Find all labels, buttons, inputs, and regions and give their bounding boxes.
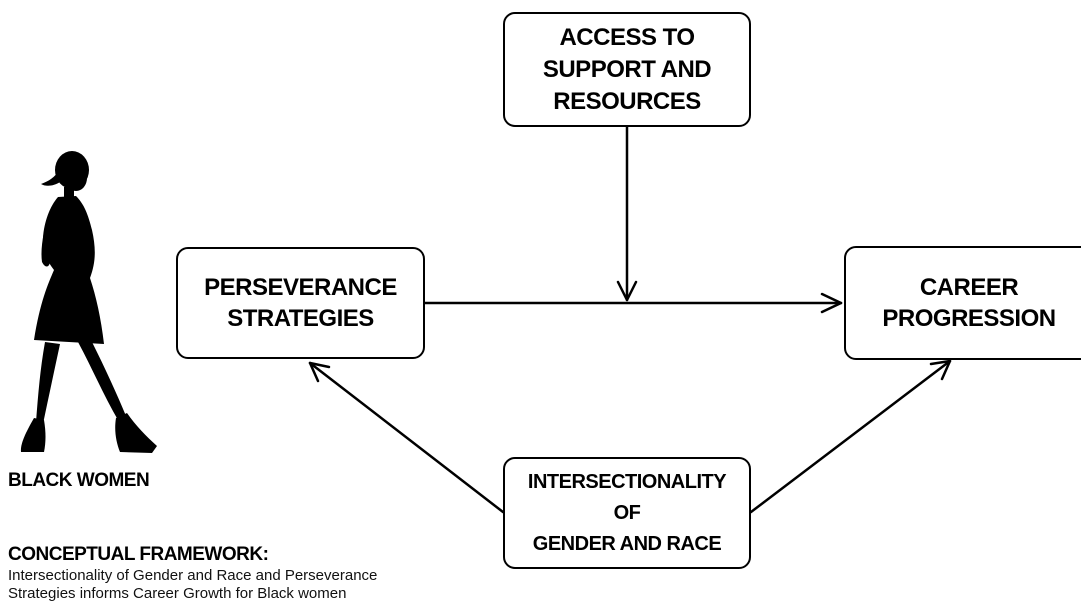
edge-intersectionality-to-perseverance bbox=[308, 361, 505, 514]
node-label-line: INTERSECTIONALITY bbox=[527, 470, 727, 493]
node-career-progression: CAREER PROGRESSION bbox=[844, 246, 1081, 360]
node-label-line: PROGRESSION bbox=[882, 305, 1056, 332]
node-intersectionality-of-gender-and-race: INTERSECTIONALITY OF GENDER AND RACE bbox=[503, 457, 751, 569]
node-label-line: SUPPORT AND bbox=[542, 55, 712, 83]
walking-woman-silhouette-icon bbox=[20, 151, 157, 453]
caption-line: Intersectionality of Gender and Race and… bbox=[8, 567, 378, 584]
node-access-to-support-and-resources: ACCESS TO SUPPORT AND RESOURCES bbox=[503, 12, 751, 127]
node-label-line: RESOURCES bbox=[553, 87, 701, 115]
node-label-line: STRATEGIES bbox=[227, 305, 374, 332]
caption-body: Intersectionality of Gender and Race and… bbox=[8, 567, 478, 603]
caption-title: CONCEPTUAL FRAMEWORK: bbox=[8, 544, 269, 565]
node-label-line: GENDER AND RACE bbox=[532, 532, 722, 555]
node-label-line: CAREER bbox=[919, 274, 1019, 301]
node-perseverance-strategies: PERSEVERANCE STRATEGIES bbox=[176, 247, 425, 359]
edge-perseverance-to-career bbox=[423, 292, 843, 314]
edge-access-to-main-arrow bbox=[616, 125, 638, 302]
edge-intersectionality-to-career bbox=[749, 359, 952, 514]
caption-line: Strategies informs Career Growth for Bla… bbox=[8, 585, 347, 602]
node-label-line: PERSEVERANCE bbox=[204, 274, 397, 301]
node-label-line: ACCESS TO bbox=[559, 23, 695, 51]
node-label-line: OF bbox=[613, 501, 641, 524]
figure-label: BLACK WOMEN bbox=[8, 470, 150, 491]
